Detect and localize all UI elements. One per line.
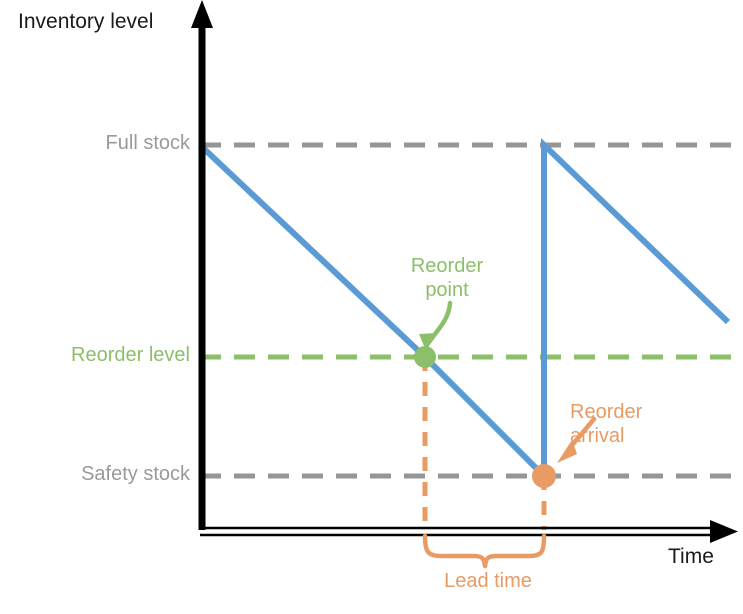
y-axis-arrowhead [191, 0, 213, 28]
lead-time-bracket [422, 533, 547, 569]
reorder-point-marker [414, 346, 436, 368]
x-axis-arrowhead [710, 520, 738, 543]
y-axis-title: Inventory level [18, 10, 154, 33]
reorder-point-annotation-line1: Reorder [410, 255, 484, 277]
reorder-point-annotation: Reorder point [384, 255, 510, 302]
reorder-arrival-annotation-line1: Reorder [570, 401, 643, 423]
reorder-arrival-marker [532, 464, 556, 488]
reorder-point-annotation-line2: point [425, 278, 469, 301]
reorder-arrival-annotation: Reorder arrival [570, 401, 694, 448]
reorder-arrival-annotation-line2: arrival [570, 424, 625, 447]
reorder-arrival-arrowhead-icon [557, 440, 577, 463]
reorder-level-label: Reorder level [71, 344, 190, 366]
full-stock-label: Full stock [105, 132, 190, 154]
safety-stock-label: Safety stock [81, 463, 190, 485]
reorder-point-arrowhead-icon [419, 333, 437, 351]
x-axis-title: Time [668, 545, 714, 568]
lead-time-label: Lead time [444, 570, 532, 592]
